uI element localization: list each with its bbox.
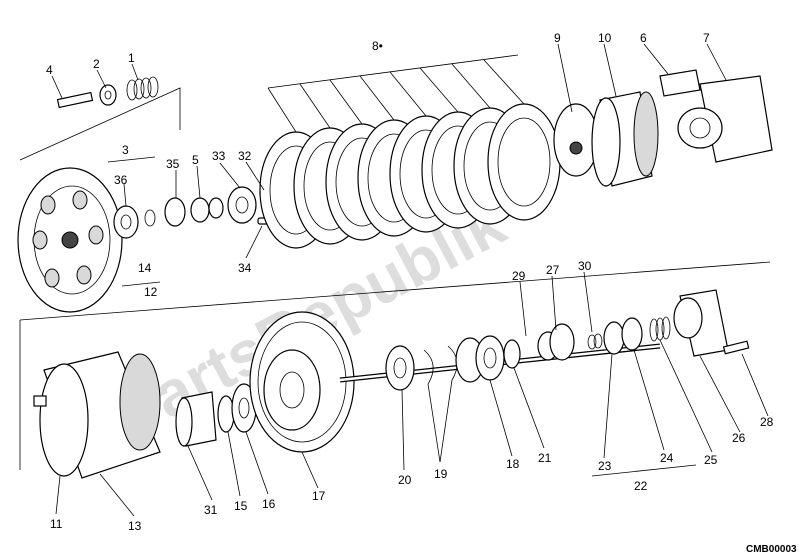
label-27: 27: [546, 263, 560, 277]
figure-code: CMB00003: [746, 544, 797, 555]
part-6: [659, 69, 701, 97]
clutch-plate-stack: [259, 103, 561, 249]
plate-leader-lines: [267, 59, 525, 133]
label-34: 34: [238, 261, 252, 275]
bushing-part-31: [175, 391, 217, 447]
bolt-part-28: [722, 340, 750, 355]
group-brackets: [107, 54, 697, 477]
label-30: 30: [578, 259, 592, 273]
label-3: 3: [122, 143, 129, 157]
spring-part-25: [649, 316, 671, 342]
label-4: 4: [46, 63, 53, 77]
label-9: 9: [554, 31, 561, 45]
pushrod-parts-35-5: [164, 186, 257, 227]
label-leader-lines: [51, 43, 769, 517]
label-12: 12: [144, 285, 158, 299]
slave-cylinder-part-26: [673, 289, 729, 357]
label-23: 23: [598, 459, 612, 473]
label-21: 21: [538, 451, 552, 465]
label-14: 14: [138, 261, 152, 275]
label-8: 8•: [372, 39, 383, 53]
ring-part-15: [217, 395, 235, 433]
label-17: 17: [312, 489, 326, 503]
label-19: 19: [434, 467, 448, 481]
seal-parts-23-24: [603, 317, 643, 355]
actuator-part-27: [537, 323, 575, 361]
label-33: 33: [212, 149, 226, 163]
label-22: 22: [634, 479, 648, 493]
primary-gear-part-17: [249, 311, 355, 453]
clips-part-19: [423, 345, 458, 385]
label-10: 10: [598, 31, 612, 45]
bearing-part-14: [113, 205, 139, 239]
label-25: 25: [704, 453, 718, 467]
ring-part-30: [587, 333, 603, 350]
bearing-part-20: [385, 345, 415, 391]
label-24: 24: [660, 451, 674, 465]
clutch-drum-part-10: [591, 91, 659, 187]
cover-part-7: [677, 75, 773, 163]
part-labels: 1 2 3 4 5 6 7 8• 9 10 11 12 13 14 15 16 …: [46, 31, 774, 533]
label-26: 26: [732, 431, 746, 445]
label-7: 7: [703, 31, 710, 45]
screw-part-4: [56, 91, 94, 109]
label-31: 31: [204, 503, 218, 517]
label-29: 29: [512, 269, 526, 283]
label-20: 20: [398, 473, 412, 487]
label-5: 5: [192, 153, 199, 167]
label-35: 35: [166, 157, 180, 171]
label-28: 28: [760, 415, 774, 429]
washer-part-2: [99, 84, 117, 106]
label-16: 16: [262, 497, 276, 511]
hub-part-9: [553, 103, 599, 177]
label-36: 36: [114, 173, 128, 187]
spring-part-1: [126, 76, 159, 101]
label-1: 1: [128, 51, 135, 65]
label-11: 11: [50, 517, 63, 531]
label-13: 13: [128, 519, 142, 533]
bearing-part-18: [455, 335, 505, 383]
ring-part-21: [503, 339, 521, 369]
label-6: 6: [640, 31, 647, 45]
label-15: 15: [234, 499, 248, 513]
label-2: 2: [93, 57, 100, 71]
pressure-plate: [17, 167, 123, 313]
assembly-frames: [19, 87, 771, 470]
label-32: 32: [238, 149, 252, 163]
ring-part-36: [144, 209, 156, 227]
label-18: 18: [506, 457, 520, 471]
outer-drum-part-11: [33, 351, 161, 479]
